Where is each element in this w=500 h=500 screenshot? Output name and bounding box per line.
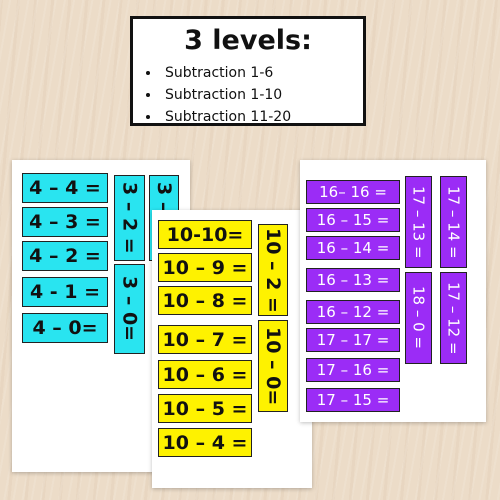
equation-card[interactable]: 4 - 1 = (22, 277, 108, 307)
levels-heading: 3 levels: (184, 25, 312, 56)
vertical-equation-card[interactable]: 10 – 2 = (258, 224, 288, 316)
equation-card[interactable]: 16 – 13 = (306, 268, 400, 292)
equation-card[interactable]: 4 – 0= (22, 313, 108, 343)
worksheet-purple: 16– 16 = 16 – 15 = 16 – 14 = 16 – 13 = 1… (300, 160, 486, 422)
level-item: Subtraction 1-6 (161, 62, 291, 84)
equation-card[interactable]: 17 – 16 = (306, 358, 400, 382)
levels-list: Subtraction 1-6 Subtraction 1-10 Subtrac… (137, 62, 291, 128)
vertical-equation-text: 17 – 12 = (444, 281, 463, 355)
vertical-equation-text: 10 – 0= (262, 326, 284, 406)
vertical-equation-card[interactable]: 17 – 14 = (440, 176, 467, 268)
vertical-equation-text: 17 – 13 = (409, 185, 428, 259)
equation-card[interactable]: 4 – 4 = (22, 173, 108, 203)
vertical-equation-text: 3 – (153, 182, 175, 212)
equation-card[interactable]: 17 – 15 = (306, 388, 400, 412)
vertical-equation-card[interactable]: 3 – 0= (114, 264, 145, 354)
vertical-equation-text: 18 – 0 = (409, 286, 428, 350)
equation-card[interactable]: 10 – 9 = (158, 253, 252, 282)
equation-card[interactable]: 10 – 8 = (158, 286, 252, 315)
vertical-equation-text: 3 – 0= (118, 276, 141, 342)
equation-card[interactable]: 16 – 15 = (306, 208, 400, 232)
equation-card[interactable]: 10 – 6 = (158, 360, 252, 389)
equation-card[interactable]: 16 – 14 = (306, 236, 400, 260)
worksheet-yellow: 10-10= 10 – 9 = 10 – 8 = 10 – 7 = 10 – 6… (152, 210, 312, 488)
vertical-equation-card[interactable]: 18 – 0 = (405, 272, 432, 364)
vertical-equation-card[interactable]: 17 – 12 = (440, 272, 467, 364)
equation-card[interactable]: 4 – 2 = (22, 241, 108, 271)
equation-card[interactable]: 10 – 5 = (158, 394, 252, 423)
vertical-equation-card[interactable]: 3 – 2 = (114, 175, 145, 261)
equation-card[interactable]: 17 – 17 = (306, 328, 400, 352)
equation-card[interactable]: 16– 16 = (306, 180, 400, 204)
level-item: Subtraction 1-10 (161, 84, 291, 106)
equation-card[interactable]: 16 – 12 = (306, 300, 400, 324)
equation-card[interactable]: 10 – 7 = (158, 325, 252, 354)
level-item: Subtraction 11-20 (161, 106, 291, 128)
vertical-equation-text: 17 – 14 = (444, 185, 463, 259)
equation-card[interactable]: 10 – 4 = (158, 428, 252, 457)
vertical-equation-text: 10 – 2 = (262, 227, 284, 313)
equation-card[interactable]: 10-10= (158, 220, 252, 249)
vertical-equation-text: 3 – 2 = (118, 182, 141, 254)
vertical-equation-card[interactable]: 10 – 0= (258, 320, 288, 412)
levels-title-box: 3 levels: Subtraction 1-6 Subtraction 1-… (130, 16, 366, 126)
vertical-equation-card[interactable]: 17 – 13 = (405, 176, 432, 268)
equation-card[interactable]: 4 – 3 = (22, 207, 108, 237)
